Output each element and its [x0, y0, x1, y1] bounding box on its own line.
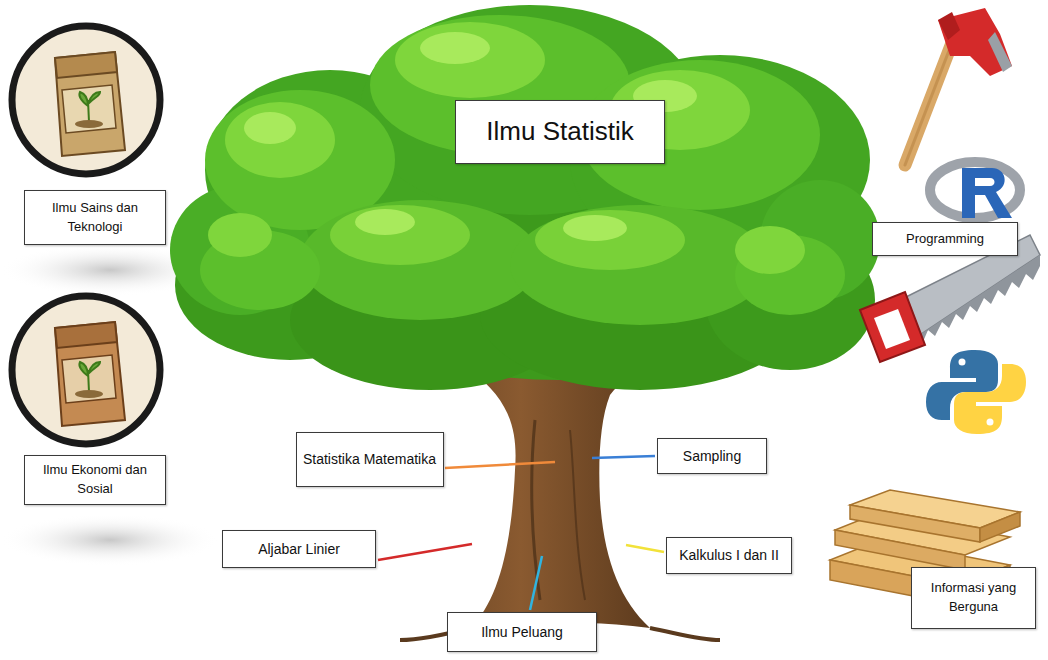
- label-box: Kalkulus I dan II: [666, 537, 792, 574]
- label-box: Aljabar Linier: [222, 530, 376, 568]
- label-box: Ilmu Sains dan Teknologi: [24, 190, 166, 245]
- python-logo-icon: [926, 350, 1026, 434]
- label-box: Sampling: [657, 438, 767, 474]
- seed-bag-icon: [12, 296, 160, 444]
- axe-icon: [905, 8, 1012, 165]
- label-box: Informasi yang Berguna: [911, 567, 1036, 629]
- box-label: Ilmu Statistik: [486, 113, 633, 151]
- tree-crown: [170, 5, 880, 390]
- label-box: Ilmu Ekonomi dan Sosial: [24, 455, 166, 505]
- box-label: Programming: [906, 230, 984, 249]
- box-label: Ilmu Ekonomi dan Sosial: [31, 461, 159, 499]
- box-label: Aljabar Linier: [258, 539, 340, 559]
- r-logo-icon: [930, 162, 1020, 218]
- box-label: Ilmu Peluang: [481, 622, 563, 642]
- box-label: Sampling: [683, 446, 741, 466]
- label-box: Statistika Matematika: [296, 432, 444, 487]
- box-label: Ilmu Sains dan Teknologi: [31, 199, 159, 237]
- box-label: Informasi yang Berguna: [918, 579, 1029, 617]
- seed-bag-icon: [12, 26, 160, 174]
- box-label: Statistika Matematika: [303, 449, 436, 469]
- title-box: Ilmu Statistik: [455, 100, 665, 164]
- label-box: Programming: [872, 222, 1018, 256]
- box-label: Kalkulus I dan II: [679, 545, 779, 565]
- label-box: Ilmu Peluang: [447, 612, 597, 652]
